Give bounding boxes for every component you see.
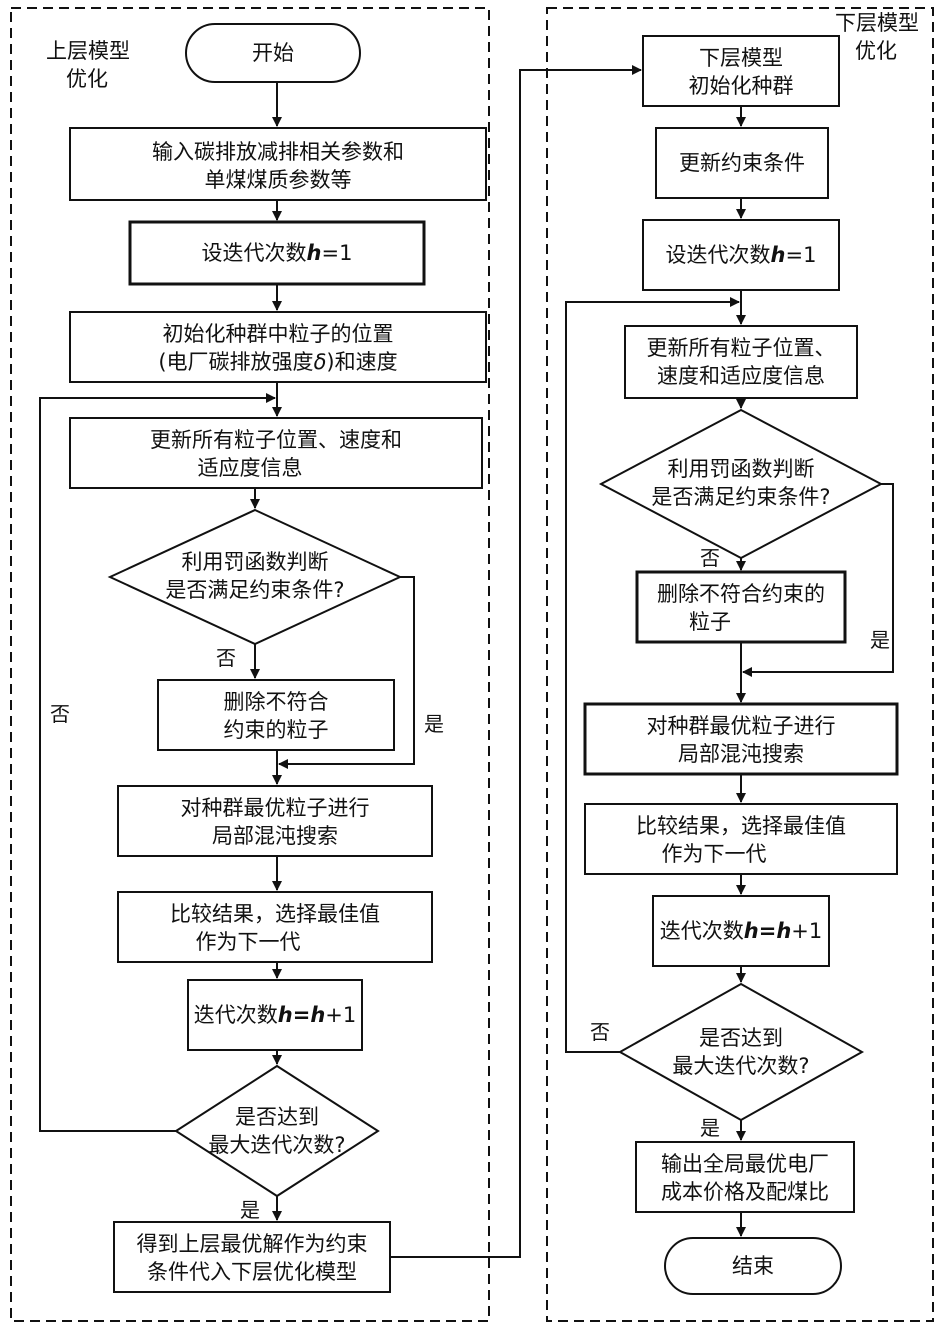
upper-update-box bbox=[69, 417, 483, 489]
lower-compare-box bbox=[584, 803, 898, 875]
lower-constraint-decision bbox=[598, 408, 884, 560]
upper-flow: 开始 输入碳排放减排相关参数和 单煤煤质参数等 设迭代次数h=1 初始化种群中粒… bbox=[39, 23, 642, 1293]
upper-delete-box bbox=[157, 679, 395, 751]
upper-decision-yes-label: 是 bbox=[424, 712, 444, 736]
lower-update-constraints-label: 更新约束条件 bbox=[679, 151, 805, 175]
upper-result-box bbox=[113, 1221, 391, 1293]
upper-chaos-line2: 局部混沌搜索 bbox=[212, 824, 338, 848]
upper-panel-label-line2: 优化 bbox=[66, 67, 108, 91]
lower-init-line1: 下层模型 bbox=[699, 46, 783, 70]
lower-iter-label: 迭代次数h=h+1 bbox=[660, 919, 822, 943]
upper-result-line2: 条件代入下层优化模型 bbox=[147, 1260, 357, 1284]
upper-compare-line1: 比较结果，选择最佳值 bbox=[170, 902, 380, 926]
lower-set-iter-label: 设迭代次数h=1 bbox=[666, 243, 817, 267]
lower-max-line1: 是否达到 bbox=[699, 1026, 783, 1050]
lower-end-label: 结束 bbox=[732, 1254, 774, 1278]
lower-max-line2: 最大迭代次数? bbox=[672, 1054, 809, 1078]
upper-delete-line1: 删除不符合 bbox=[224, 690, 329, 714]
upper-constraint-decision bbox=[107, 508, 403, 646]
lower-end-node bbox=[664, 1237, 842, 1295]
edge-result-to-lower bbox=[390, 65, 642, 1258]
lower-chaos-line2: 局部混沌搜索 bbox=[678, 742, 804, 766]
edge-maxcheck-no-loop bbox=[39, 393, 276, 1132]
upper-delete-line2: 约束的粒子 bbox=[224, 718, 329, 742]
lower-loop-no-label: 否 bbox=[590, 1020, 610, 1044]
lower-compare-line1: 比较结果，选择最佳值 bbox=[636, 814, 846, 838]
upper-set-iter-label: 设迭代次数h=1 bbox=[202, 241, 353, 265]
lower-init-box bbox=[642, 35, 840, 107]
upper-result-line1: 得到上层最优解作为约束 bbox=[137, 1232, 368, 1256]
upper-max-line1: 是否达到 bbox=[235, 1105, 319, 1129]
upper-init-line2: (电厂碳排放强度δ)和速度 bbox=[158, 350, 397, 374]
lower-panel-label-line2: 优化 bbox=[855, 39, 897, 63]
upper-loop-no-label: 否 bbox=[50, 702, 70, 726]
upper-input-line1: 输入碳排放减排相关参数和 bbox=[152, 140, 404, 164]
lower-output-box bbox=[635, 1141, 855, 1213]
lower-flow: 下层模型 初始化种群 更新约束条件 设迭代次数h=1 更新所有粒子位置、 速度和… bbox=[565, 35, 899, 1295]
lower-max-yes-label: 是 bbox=[700, 1116, 720, 1140]
upper-compare-box bbox=[117, 891, 433, 963]
lower-chaos-line1: 对种群最优粒子进行 bbox=[647, 714, 836, 738]
lower-panel-frame bbox=[546, 7, 934, 1322]
lower-iter-box bbox=[652, 895, 830, 967]
upper-start-label: 开始 bbox=[252, 41, 294, 65]
upper-chaos-line1: 对种群最优粒子进行 bbox=[181, 796, 370, 820]
lower-decision-yes-label: 是 bbox=[870, 628, 890, 652]
edge-lower-decision-yes bbox=[742, 483, 894, 677]
upper-decision-line1: 利用罚函数判断 bbox=[182, 550, 329, 574]
lower-max-iter-decision bbox=[617, 982, 865, 1122]
lower-update-line1: 更新所有粒子位置、 bbox=[647, 336, 836, 360]
lower-panel-label-line1: 下层模型 bbox=[835, 11, 919, 35]
lower-decision-line2: 是否满足约束条件? bbox=[651, 485, 830, 509]
upper-compare-line2: 作为下一代 bbox=[196, 930, 301, 954]
upper-chaos-box bbox=[117, 785, 433, 857]
lower-compare-line2: 作为下一代 bbox=[662, 842, 767, 866]
lower-decision-no-label: 否 bbox=[700, 546, 720, 570]
lower-decision-line1: 利用罚函数判断 bbox=[668, 457, 815, 481]
upper-max-yes-label: 是 bbox=[240, 1198, 260, 1222]
lower-delete-line2: 粒子 bbox=[689, 610, 731, 634]
upper-input-box bbox=[69, 127, 487, 201]
upper-update-line1: 更新所有粒子位置、速度和 bbox=[150, 428, 402, 452]
upper-iter-label: 迭代次数h=h+1 bbox=[194, 1003, 356, 1027]
upper-decision-line2: 是否满足约束条件? bbox=[165, 578, 344, 602]
upper-start-node bbox=[185, 23, 361, 83]
upper-input-line2: 单煤煤质参数等 bbox=[205, 168, 352, 192]
lower-update-box bbox=[624, 325, 858, 399]
lower-set-iter-box bbox=[642, 219, 840, 291]
lower-output-line2: 成本价格及配煤比 bbox=[661, 1180, 829, 1204]
lower-chaos-box bbox=[583, 702, 899, 776]
lower-output-line1: 输出全局最优电厂 bbox=[661, 1152, 829, 1176]
lower-delete-line1: 删除不符合约束的 bbox=[657, 582, 825, 606]
upper-init-box bbox=[69, 311, 487, 383]
lower-init-line2: 初始化种群 bbox=[689, 74, 794, 98]
upper-max-line2: 最大迭代次数? bbox=[208, 1133, 345, 1157]
upper-panel-label-line1: 上层模型 bbox=[46, 39, 130, 63]
upper-max-iter-decision bbox=[174, 1064, 380, 1198]
upper-update-line2: 适应度信息 bbox=[198, 456, 303, 480]
lower-delete-box bbox=[635, 570, 847, 644]
upper-init-line1: 初始化种群中粒子的位置 bbox=[163, 322, 394, 346]
edge-decision-yes-to-chaos bbox=[278, 576, 415, 769]
upper-decision-no-label: 否 bbox=[216, 646, 236, 670]
edge-lower-maxcheck-no-loop bbox=[565, 297, 740, 1053]
lower-update-line2: 速度和适应度信息 bbox=[657, 364, 825, 388]
upper-iter-box bbox=[187, 979, 363, 1051]
